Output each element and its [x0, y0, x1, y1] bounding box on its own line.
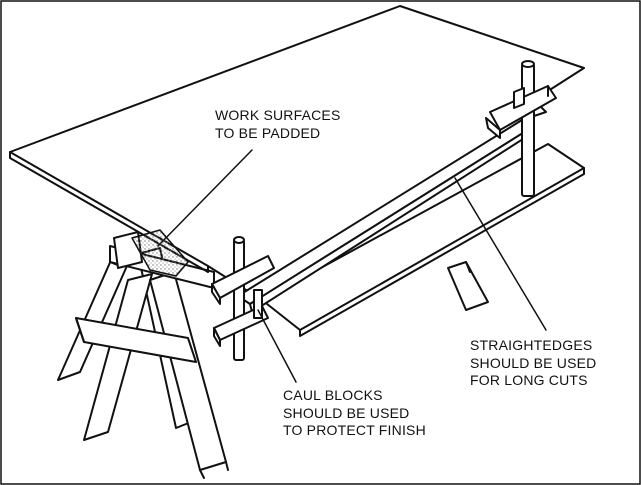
leader-straightedges [454, 177, 547, 331]
work-surfaces-line-1: WORK SURFACES [215, 107, 341, 123]
work-surfaces-line-2: TO BE PADDED [215, 124, 321, 141]
work-surfaces-callout: WORK SURFACES TO BE PADDED [215, 107, 341, 142]
leader-caul-blocks [257, 309, 297, 383]
straightedges-line-1: STRAIGHTEDGES [470, 337, 593, 353]
right-clamp [485, 60, 557, 197]
straightedges-callout: STRAIGHTEDGES SHOULD BE USED FOR LONG CU… [470, 337, 597, 390]
caul-blocks-callout: CAUL BLOCKS SHOULD BE USED TO PROTECT FI… [283, 387, 426, 440]
left-clamp [211, 236, 275, 361]
straightedges-line-2: SHOULD BE USED [470, 354, 597, 371]
leader-work-surfaces [157, 149, 253, 247]
cutoff-strip [261, 143, 585, 337]
caul-blocks-line-2: SHOULD BE USED [283, 404, 410, 421]
caul-blocks-line-1: CAUL BLOCKS [283, 387, 383, 403]
padding-pad [131, 229, 189, 277]
straightedges-line-3: FOR LONG CUTS [470, 372, 588, 388]
left-sawhorse [57, 231, 229, 479]
caul-blocks-line-3: TO PROTECT FINISH [283, 422, 426, 438]
